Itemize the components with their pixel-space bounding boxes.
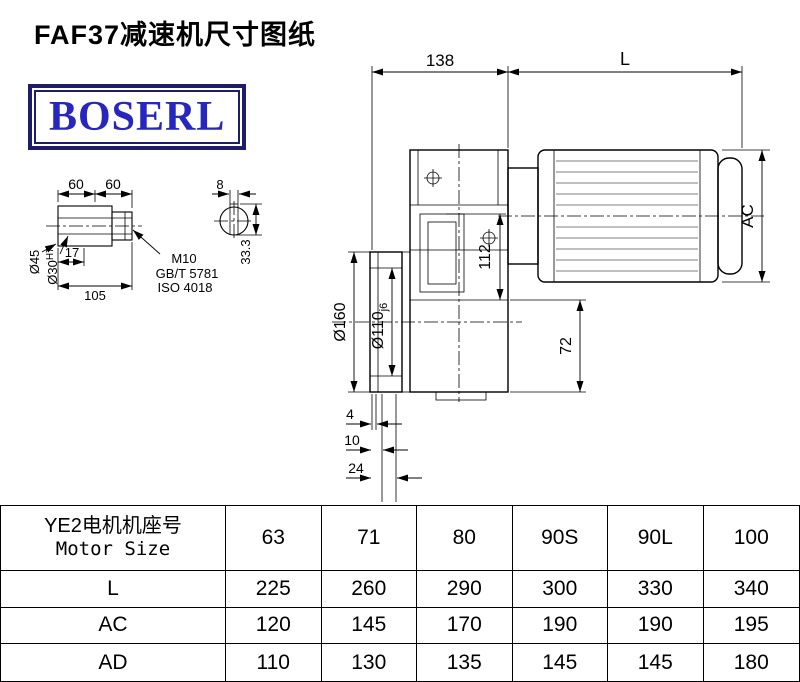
table-header-size-80: 80	[417, 506, 513, 570]
standard-gbt-label: GB/T 5781	[156, 266, 219, 281]
mounting-hole-mid	[480, 229, 498, 247]
table-header-size-90s: 90S	[513, 506, 608, 570]
brand-logo-text: BOSERL	[34, 90, 241, 144]
thread-note-label: M10	[171, 251, 196, 266]
table-header-motor-size: YE2电机机座号 Motor Size	[1, 506, 226, 570]
table-cell: 145	[322, 607, 417, 644]
dim-d30-main: Ø30	[45, 260, 60, 285]
table-cell: 300	[513, 571, 608, 607]
table-cell: 170	[417, 607, 513, 644]
dim-33-3-label: 33.3	[238, 239, 253, 264]
table-cell: 135	[417, 644, 513, 681]
table-cell: 330	[608, 571, 704, 607]
dim-8-label: 8	[216, 177, 223, 192]
table-cell: 120	[226, 607, 322, 644]
dim-112-label: 112	[477, 244, 494, 270]
table-header-size-100: 100	[733, 525, 769, 549]
main-dimensions: 138 L AC 112 72 Ø160 Ø110j6	[332, 49, 770, 502]
table-cell: 180	[733, 650, 769, 674]
dim-17-label: 17	[65, 245, 79, 260]
table-row-L: L 225 260 290 300 330 340	[1, 571, 799, 608]
dim-105-label: 105	[84, 288, 106, 303]
dim-d45-label: Ø45	[27, 250, 42, 275]
centerlines	[46, 144, 764, 402]
dim-10-label: 10	[344, 432, 360, 448]
brand-logo: BOSERL	[28, 84, 247, 150]
motor-fins	[556, 160, 698, 272]
spec-table: YE2电机机座号 Motor Size 63 71 80 90S 90L 100…	[0, 505, 800, 682]
gearbox-housing	[409, 149, 509, 401]
row-label-AD: AD	[1, 644, 226, 681]
dim-60-right-label: 60	[105, 176, 121, 192]
dim-4-label: 4	[346, 406, 354, 422]
row-label-AC: AC	[1, 607, 226, 644]
dim-138-label: 138	[426, 51, 454, 70]
table-cell: 190	[513, 607, 608, 644]
table-header-en: Motor Size	[55, 538, 171, 561]
dim-d110-main: Ø110	[370, 311, 387, 349]
motor	[507, 149, 743, 283]
dim-d160-label: Ø160	[332, 302, 349, 341]
table-header-size-71: 71	[322, 506, 417, 570]
table-cell: 145	[608, 644, 704, 681]
table-cell: 110	[226, 644, 322, 681]
keyway-end-view: 8 33.3	[212, 177, 262, 265]
table-row-AD: AD 110 130 135 145 145 180	[1, 644, 799, 681]
page-title: FAF37减速机尺寸图纸	[34, 20, 317, 50]
table-header-size-90l: 90L	[608, 506, 704, 570]
table-header-size-63: 63	[226, 506, 322, 570]
dim-d30-label: Ø30H7	[45, 247, 60, 285]
dim-24-label: 24	[348, 460, 364, 476]
table-row-AC: AC 120 145 170 190 190 195	[1, 607, 799, 645]
hollow-shaft-detail: 60 60 Ø45 Ø30H7 17 105 M10 GB/T 5781 ISO…	[27, 176, 218, 303]
mounting-hole-top	[424, 169, 442, 187]
dimension-drawing: 60 60 Ø45 Ø30H7 17 105 M10 GB/T 5781 ISO…	[27, 49, 770, 502]
dim-AC-label: AC	[738, 204, 757, 228]
table-cell: 225	[226, 571, 322, 607]
dim-d30-tolerance: H7	[45, 247, 56, 260]
table-cell: 195	[733, 613, 769, 637]
table-cell: 145	[513, 644, 608, 681]
table-cell: 130	[322, 644, 417, 681]
table-header-cn: YE2电机机座号	[44, 515, 182, 538]
table-cell: 190	[608, 607, 704, 644]
table-header-row: YE2电机机座号 Motor Size 63 71 80 90S 90L 100	[1, 506, 799, 571]
table-cell: 290	[417, 571, 513, 607]
standard-iso-label: ISO 4018	[158, 280, 213, 295]
table-cell: 260	[322, 571, 417, 607]
dim-L-label: L	[620, 49, 630, 69]
dim-d110-tolerance: j6	[378, 303, 390, 313]
row-label-L: L	[1, 571, 226, 607]
output-flange	[369, 251, 410, 393]
table-cell: 340	[733, 576, 769, 600]
dim-60-left-label: 60	[68, 176, 84, 192]
dim-72-label: 72	[558, 337, 575, 355]
dim-d110-label: Ø110j6	[370, 303, 390, 350]
